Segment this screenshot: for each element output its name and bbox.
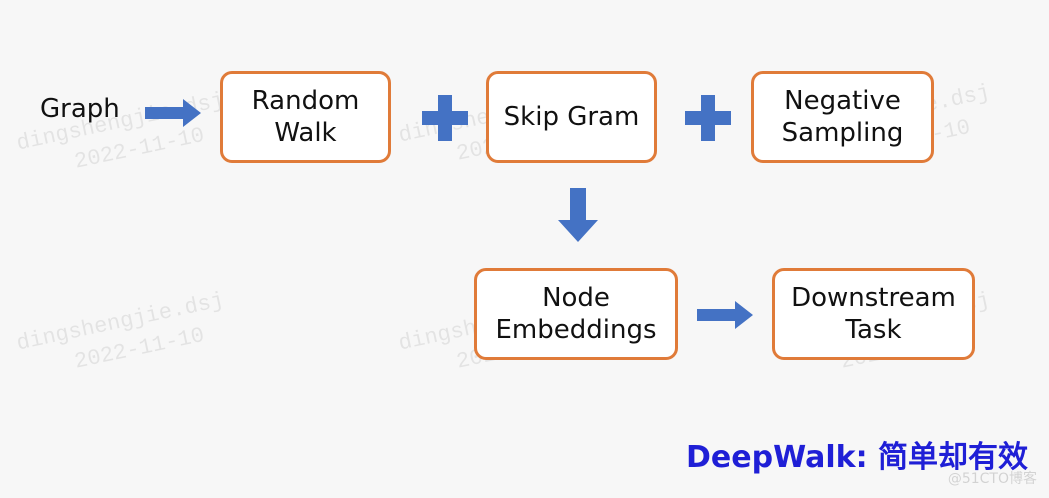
node-downstream-task: Downstream Task bbox=[772, 268, 975, 360]
watermark: dingshengjie.dsj 2022-11-10 bbox=[14, 288, 227, 375]
node-graph: Graph bbox=[40, 94, 120, 124]
plus-icon bbox=[685, 95, 731, 141]
node-node-embeddings: Node Embeddings bbox=[474, 268, 678, 360]
node-random-walk: Random Walk bbox=[220, 71, 391, 163]
node-skip-gram: Skip Gram bbox=[486, 71, 657, 163]
arrow-down-icon bbox=[558, 188, 598, 242]
footer-title: DeepWalk: 简单却有效 bbox=[686, 440, 1029, 475]
plus-icon bbox=[422, 95, 468, 141]
arrow-graph-to-random-walk-icon bbox=[145, 99, 201, 127]
node-negative-sampling: Negative Sampling bbox=[751, 71, 934, 163]
corner-watermark: @51CTO博客 bbox=[947, 471, 1037, 487]
arrow-right-icon bbox=[697, 301, 753, 329]
